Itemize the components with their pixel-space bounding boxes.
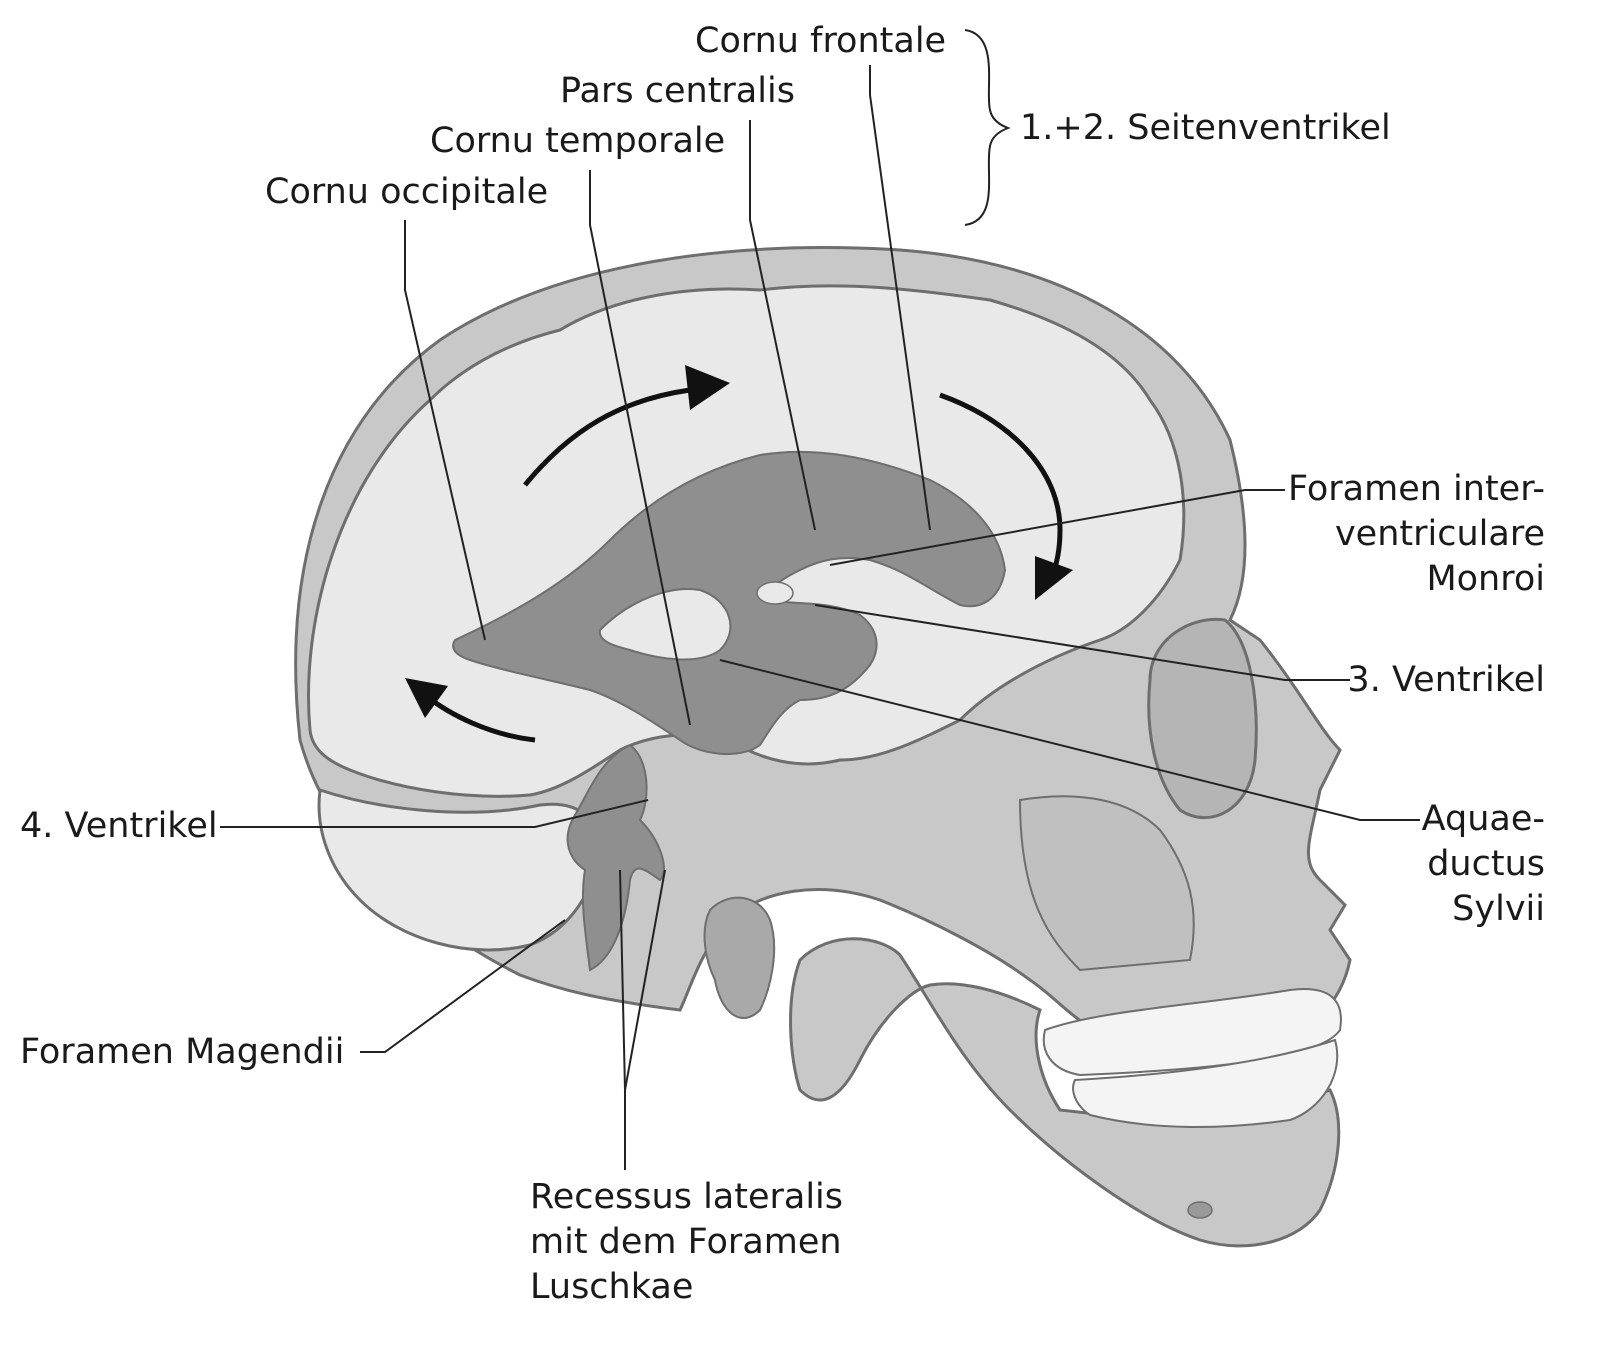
- arrowhead-back: [405, 678, 448, 718]
- label-foramen-interventriculare-line-3: Monroi: [1426, 559, 1545, 599]
- arrowhead-top-right: [1035, 556, 1073, 600]
- skull-orbit: [1147, 617, 1258, 820]
- label-seitenventrikel: 1.+2. Seitenventrikel: [1020, 108, 1391, 148]
- skull-mandible: [789, 937, 1341, 1248]
- flow-arrow-top-right: [939, 392, 1063, 582]
- label-foramen-magendii: Foramen Magendii: [20, 1032, 345, 1072]
- label-foramen-interventriculare: Foramen inter- ventriculare Monroi: [1288, 467, 1545, 602]
- label-cornu-temporale: Cornu temporale: [430, 121, 726, 161]
- leader-foramen-magendii: [360, 919, 566, 1053]
- label-pars-centralis: Pars centralis: [560, 71, 795, 111]
- label-foramen-interventriculare-line-1: Foramen inter-: [1287, 469, 1545, 509]
- label-cornu-frontale: Cornu frontale: [695, 21, 947, 61]
- label-ventrikel-4: 4. Ventrikel: [20, 806, 218, 846]
- mental-foramen: [1187, 1201, 1213, 1219]
- skull-cheek: [1018, 795, 1195, 972]
- csf-flow-arrowheads: [405, 365, 1073, 718]
- teeth-lower: [1072, 1038, 1339, 1128]
- leader-lines: [220, 29, 1420, 1170]
- leader-pars-centralis: [749, 120, 816, 531]
- label-recessus-lateralis-line-2: mit dem Foramen: [530, 1222, 842, 1262]
- leader-aquaeductus: [719, 659, 1420, 821]
- label-aquaeductus-line-1: Aquae-: [1421, 799, 1545, 839]
- label-cornu-occipitale: Cornu occipitale: [265, 172, 549, 212]
- label-aquaeductus: Aquae- ductus Sylvii: [1422, 797, 1545, 932]
- label-recessus-lateralis-line-1: Recessus lateralis: [530, 1177, 844, 1217]
- leader-ventrikel-4: [220, 799, 649, 828]
- label-recessus-lateralis-line-3: Luschkae: [530, 1267, 694, 1307]
- brace-seitenventrikel: [964, 29, 1011, 226]
- teeth-upper: [1042, 988, 1342, 1077]
- leader-foramen-interventriculare: [829, 489, 1285, 566]
- label-aquaeductus-line-2: ductus: [1427, 844, 1545, 884]
- leader-cornu-temporale: [589, 170, 691, 726]
- label-recessus-lateralis: Recessus lateralis mit dem Foramen Lusch…: [530, 1175, 843, 1310]
- label-aquaeductus-line-3: Sylvii: [1452, 889, 1545, 929]
- label-foramen-interventriculare-line-2: ventriculare: [1334, 514, 1545, 554]
- arrowhead-top-left: [685, 365, 730, 410]
- label-ventrikel-3: 3. Ventrikel: [1347, 660, 1545, 700]
- leader-cornu-occipitale: [404, 220, 486, 641]
- brain-cerebellum: [317, 787, 602, 952]
- foramen-interventriculare-hole: [756, 581, 794, 605]
- leader-recessus-2: [624, 869, 666, 1091]
- leader-cornu-frontale: [869, 65, 931, 531]
- skull-ear-region: [703, 896, 776, 1020]
- leader-ventrikel-3: [814, 604, 1350, 681]
- flow-arrow-top-left: [523, 387, 691, 487]
